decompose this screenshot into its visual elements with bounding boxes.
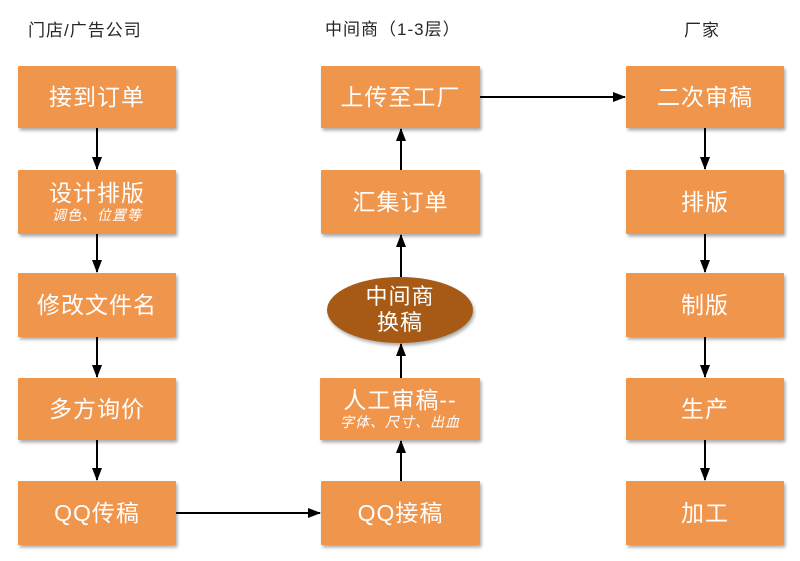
- node-label: 修改文件名: [37, 292, 157, 318]
- column-header-factory: 厂家: [684, 21, 720, 40]
- node-price-inquiry: 多方询价: [18, 378, 176, 440]
- column-header-middleman: 中间商（1-3层）: [325, 20, 461, 39]
- node-label-line1: 中间商: [365, 284, 435, 309]
- node-upload-to-factory: 上传至工厂: [321, 66, 480, 128]
- node-rename-file: 修改文件名: [18, 273, 176, 337]
- node-label: 二次审稿: [657, 84, 753, 110]
- node-label: QQ传稿: [54, 500, 140, 526]
- node-label: 上传至工厂: [340, 84, 461, 110]
- node-sublabel: 调色、位置等: [52, 207, 142, 223]
- node-processing: 加工: [626, 481, 784, 545]
- node-label: 生产: [681, 396, 729, 422]
- node-receive-order: 接到订单: [18, 66, 176, 128]
- node-middleman-swap-draft: 中间商 换稿: [327, 277, 473, 343]
- node-label: 人工审稿--: [343, 387, 457, 413]
- node-label: 接到订单: [49, 84, 145, 110]
- node-label: 多方询价: [49, 396, 145, 422]
- node-manual-review: 人工审稿-- 字体、尺寸、出血: [320, 378, 480, 440]
- node-production: 生产: [626, 378, 784, 440]
- node-collect-orders: 汇集订单: [321, 170, 480, 234]
- node-plate-making: 制版: [626, 273, 784, 337]
- node-design-layout: 设计排版 调色、位置等: [18, 170, 176, 234]
- node-qq-send-draft: QQ传稿: [18, 481, 176, 545]
- node-label: 汇集订单: [352, 189, 449, 215]
- node-label-line2: 换稿: [376, 310, 423, 335]
- node-label: 制版: [681, 292, 729, 318]
- node-sublabel: 字体、尺寸、出血: [340, 414, 460, 430]
- node-label: 排版: [681, 189, 729, 215]
- node-second-review: 二次审稿: [626, 66, 784, 128]
- node-label: QQ接稿: [357, 500, 444, 526]
- node-label: 加工: [681, 500, 729, 526]
- node-label: 设计排版: [49, 180, 145, 206]
- column-header-shop: 门店/广告公司: [28, 21, 142, 40]
- node-qq-receive-draft: QQ接稿: [321, 481, 480, 545]
- node-typesetting: 排版: [626, 170, 784, 234]
